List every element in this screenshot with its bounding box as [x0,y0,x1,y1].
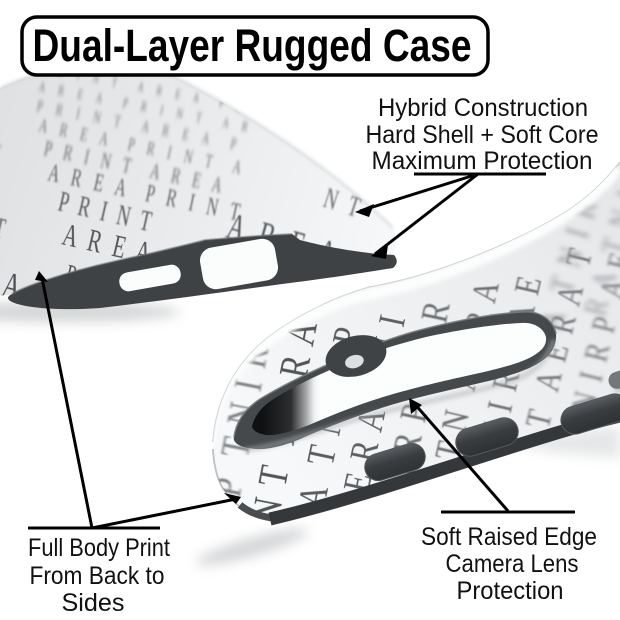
svg-text:Sides: Sides [62,589,125,617]
svg-text:T: T [0,213,8,246]
svg-text:Protection: Protection [457,577,564,605]
svg-text:Hybrid Construction: Hybrid Construction [378,94,588,122]
svg-text:From Back to: From Back to [30,562,165,590]
svg-text:Soft Raised Edge: Soft Raised Edge [421,523,597,551]
svg-text:Dual-Layer Rugged Case: Dual-Layer Rugged Case [33,20,472,71]
svg-text:Full Body Print: Full Body Print [28,534,170,562]
svg-text:Camera Lens: Camera Lens [446,550,579,578]
svg-text:Hard Shell + Soft Core: Hard Shell + Soft Core [366,121,599,149]
svg-text:Maximum Protection: Maximum Protection [372,147,593,175]
